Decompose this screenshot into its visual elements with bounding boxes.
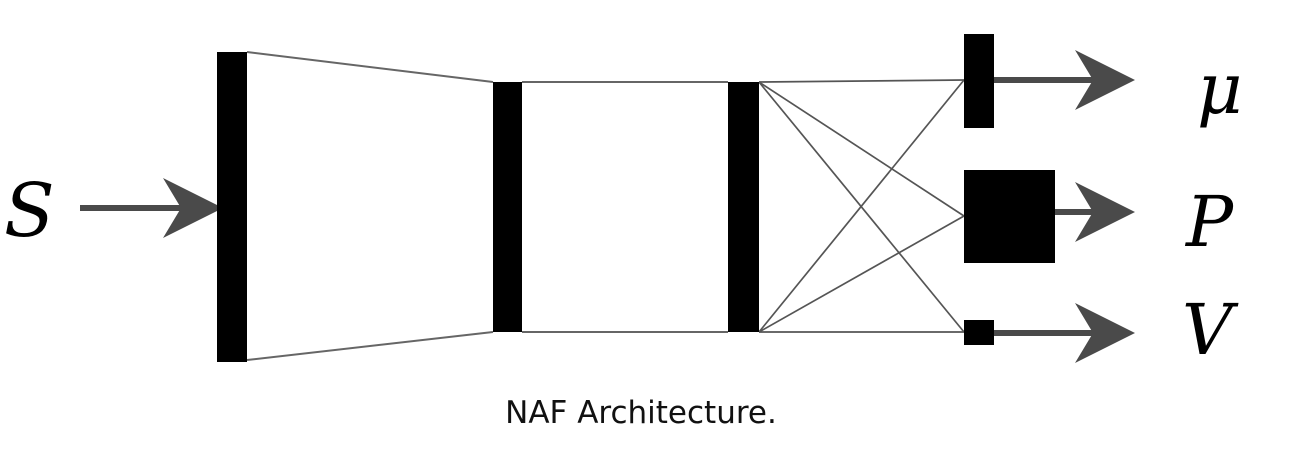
p-output-block [964, 170, 1055, 263]
mu-output-block [964, 34, 994, 128]
p-label: P [1184, 181, 1235, 263]
hidden-layer-2-bar [728, 82, 759, 332]
input-layer-bar [217, 52, 247, 362]
connection-top-to-p [758, 81, 965, 217]
input-label: S [4, 168, 55, 254]
connection-bottom-to-mu [758, 79, 965, 333]
hidden-layer-1-bar [493, 82, 522, 332]
mu-label: μ [1197, 48, 1243, 130]
v-output-block [964, 320, 994, 345]
diagram-caption: NAF Architecture. [505, 395, 777, 431]
connection-top-to-mu [758, 79, 965, 83]
output-connections [758, 79, 965, 333]
v-label: V [1182, 289, 1239, 371]
trapezoid-top-edge [246, 51, 494, 83]
connection-bottom-to-p [758, 215, 965, 333]
trapezoid-bottom-edge [246, 331, 494, 361]
